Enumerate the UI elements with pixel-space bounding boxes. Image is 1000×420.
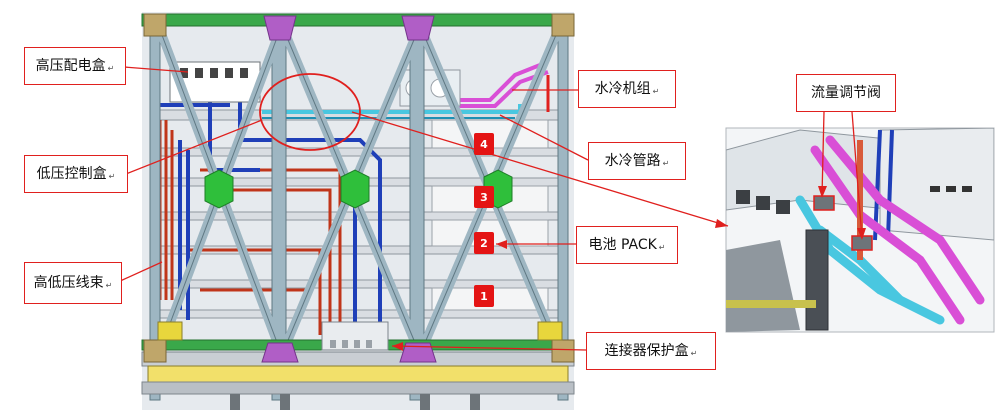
label-text: 电池 PACK: [588, 237, 657, 253]
pack-number-3: 3: [474, 186, 494, 208]
label-text: 连接器保护盒: [604, 343, 689, 359]
label-text: 高低压线束: [33, 275, 104, 291]
label-connector-protection-box: 连接器保护盒↵: [586, 332, 716, 370]
return-mark: ↵: [662, 159, 670, 168]
return-mark: ↵: [108, 172, 116, 181]
pack-number-1: 1: [474, 285, 494, 307]
pack-number-2: 2: [474, 232, 494, 254]
label-text: 水冷机组: [594, 81, 651, 97]
label-lv-control-box: 低压控制盒↵: [24, 155, 128, 193]
label-flow-control-valve: 流量调节阀: [796, 74, 896, 112]
return-mark: ↵: [658, 243, 666, 252]
leader-lines: [117, 66, 863, 351]
return-mark: ↵: [690, 349, 698, 358]
label-text: 流量调节阀: [811, 85, 881, 101]
return-mark: ↵: [105, 281, 113, 290]
return-mark: ↵: [652, 87, 660, 96]
label-text: 水冷管路: [604, 153, 661, 169]
pack-number-4: 4: [474, 133, 494, 155]
label-text: 高压配电盒: [35, 58, 106, 74]
label-water-pipes: 水冷管路↵: [588, 142, 686, 180]
label-hv-lv-harness: 高低压线束↵: [24, 262, 122, 304]
label-battery-pack: 电池 PACK↵: [576, 226, 678, 264]
label-hv-distribution-box: 高压配电盒↵: [24, 47, 126, 85]
leader-arrowheads: [392, 186, 866, 351]
label-text: 低压控制盒: [36, 166, 107, 182]
rack-illustration: [141, 12, 575, 410]
return-mark: ↵: [107, 64, 115, 73]
label-chiller-unit: 水冷机组↵: [578, 70, 676, 108]
